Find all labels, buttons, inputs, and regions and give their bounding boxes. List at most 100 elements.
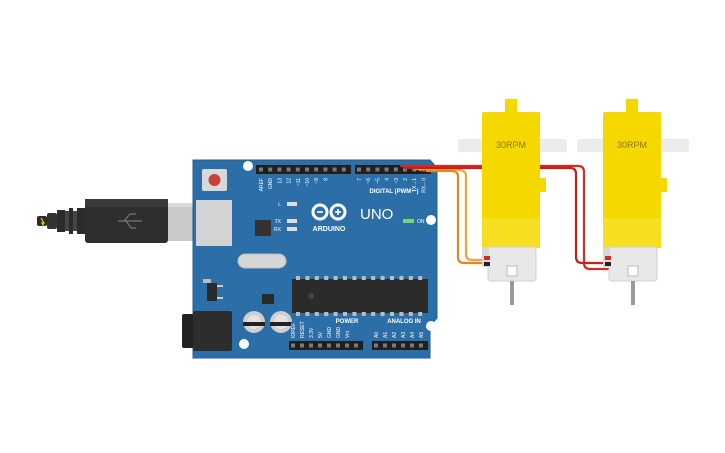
pin-label: 12	[287, 178, 293, 184]
header-pin[interactable]	[323, 167, 328, 172]
svg-text:RX: RX	[274, 227, 282, 233]
header-pin[interactable]	[314, 167, 319, 172]
analog-header[interactable]	[372, 341, 428, 350]
arduino-logo	[311, 203, 347, 221]
digital-label: DIGITAL (PWM ~)	[370, 189, 419, 195]
motor-shaft-top	[505, 99, 517, 113]
pin-label: 8	[323, 178, 329, 181]
pin-label: 4	[385, 178, 391, 181]
wire-orange-1	[426, 169, 488, 265]
pin-label: IOREF	[291, 323, 297, 338]
svg-text:TX: TX	[275, 219, 282, 225]
led-l: L	[278, 202, 297, 208]
reset-button[interactable]	[202, 169, 227, 191]
power-label: POWER	[336, 319, 359, 325]
header-pin[interactable]	[305, 167, 309, 172]
pin-label: GND	[327, 327, 333, 339]
wires[interactable]	[400, 164, 611, 271]
pin-label: ~5	[375, 178, 381, 184]
header-pin[interactable]	[336, 343, 340, 348]
svg-text:ON: ON	[417, 219, 425, 225]
header-pin[interactable]	[393, 167, 398, 172]
gear-motor-2[interactable]: 30RPM	[577, 99, 689, 305]
pin-label: 13	[277, 178, 283, 184]
capacitor	[243, 311, 265, 333]
motor-label: 30RPM	[617, 140, 647, 150]
transistor	[262, 294, 274, 304]
pin-label: ~6	[366, 178, 372, 184]
motor-label: 30RPM	[496, 140, 526, 150]
header-pin[interactable]	[366, 167, 371, 172]
pin-label: ~10	[305, 178, 311, 187]
capacitor	[270, 311, 292, 333]
mounting-hole	[243, 161, 253, 171]
board-name: UNO	[360, 206, 393, 223]
pin-label: ~9	[314, 178, 320, 184]
header-pin[interactable]	[309, 343, 313, 348]
led-rx: RX	[274, 227, 297, 233]
header-pin[interactable]	[410, 343, 414, 348]
pin-label: 7	[357, 178, 363, 181]
pin-label: AREF	[259, 178, 265, 191]
crystal	[237, 253, 287, 269]
header-pin[interactable]	[341, 167, 346, 172]
header-pin[interactable]	[332, 167, 337, 172]
voltage-regulator	[203, 279, 223, 301]
pin-label: RESET	[300, 321, 306, 338]
header-pin[interactable]	[354, 343, 358, 348]
header-pin[interactable]	[357, 167, 361, 172]
led-on: ON	[403, 219, 425, 225]
pin-label: GND	[268, 178, 274, 190]
motor-shaft	[631, 281, 635, 305]
dc-power-jack	[182, 311, 232, 351]
header-pin[interactable]	[392, 343, 396, 348]
header-pin[interactable]	[384, 167, 389, 172]
motor-shaft	[510, 281, 514, 305]
header-pin[interactable]	[403, 167, 407, 172]
pin-label: A2	[392, 332, 398, 338]
header-pin[interactable]	[259, 167, 263, 172]
svg-text:L: L	[278, 202, 281, 208]
usb-jack	[196, 200, 232, 246]
mounting-hole	[426, 215, 436, 225]
pin-label: RX←0	[421, 178, 427, 193]
wire-red-2	[404, 166, 611, 265]
usb-chip	[255, 220, 271, 236]
header-pin[interactable]	[345, 343, 349, 348]
pin-label: TX→1	[412, 178, 418, 192]
header-pin[interactable]	[327, 343, 331, 348]
pin-label: GND	[336, 327, 342, 339]
analog-label: ANALOG IN	[387, 319, 421, 325]
header-pin[interactable]	[375, 167, 380, 172]
header-pin[interactable]	[374, 343, 378, 348]
header-pin[interactable]	[286, 167, 291, 172]
atmega-chip	[292, 276, 428, 316]
brand-label: ARDUINO	[313, 226, 346, 233]
header-pin[interactable]	[401, 343, 405, 348]
header-pin[interactable]	[268, 167, 273, 172]
pin-label: 5V	[318, 331, 324, 338]
header-pin[interactable]	[383, 343, 387, 348]
pin-label: 3.3V	[309, 327, 315, 338]
led-tx: TX	[275, 219, 297, 225]
header-pin[interactable]	[300, 343, 304, 348]
usb-icon	[118, 213, 142, 229]
wire-red-1	[400, 164, 611, 271]
mounting-hole	[239, 339, 249, 349]
power-header[interactable]	[289, 341, 363, 350]
pin-label: A0	[374, 332, 380, 338]
pin-label: A1	[383, 332, 389, 338]
header-pin[interactable]	[419, 343, 423, 348]
gear-motor-1[interactable]: 30RPM	[458, 99, 567, 305]
header-pin[interactable]	[318, 343, 322, 348]
pin-label: Vin	[345, 331, 351, 338]
header-pin[interactable]	[277, 167, 282, 172]
header-pin[interactable]	[291, 343, 295, 348]
pin-label: A5	[419, 332, 425, 338]
arduino-board[interactable]: L TX RX ON ARDUINO UNO ARE	[182, 159, 438, 359]
header-pin[interactable]	[295, 167, 300, 172]
pin-label: 2	[403, 178, 409, 181]
